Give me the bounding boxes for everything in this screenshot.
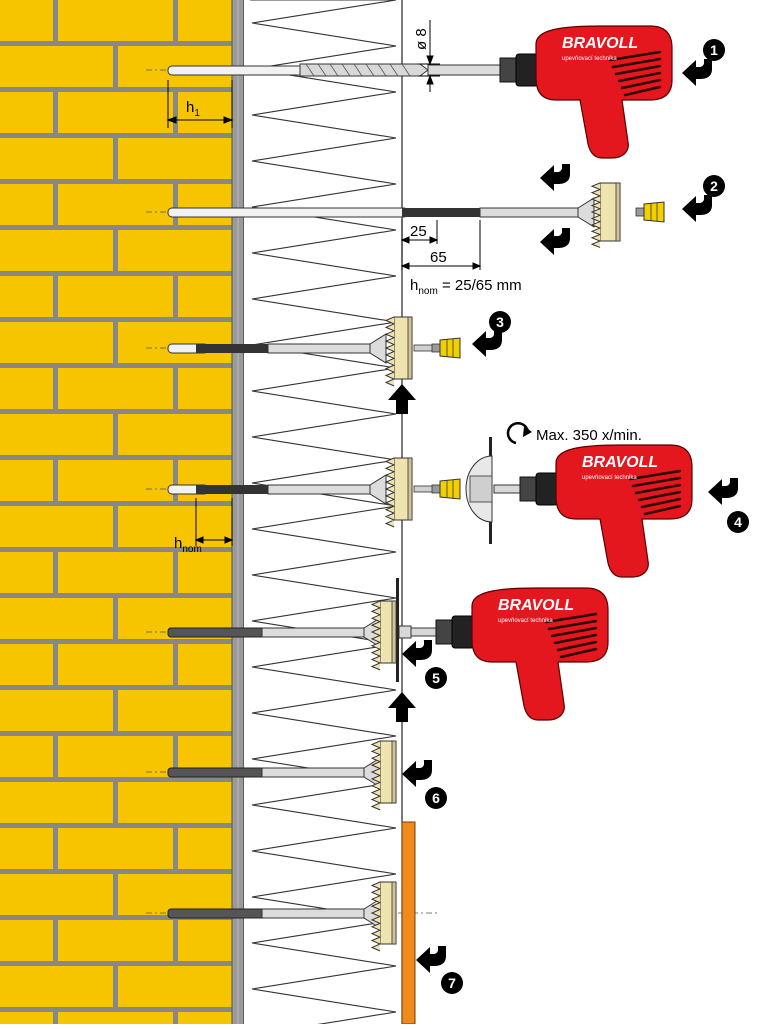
- step-badge-4: 4: [727, 511, 749, 533]
- step4-screwing: [167, 437, 521, 544]
- step-badges-layer: 1 2 3 4 5 6 7: [425, 39, 749, 994]
- step-badge-2: 2: [703, 175, 725, 197]
- rotate-clockwise-icon: [506, 421, 530, 445]
- push-arrow-step6: [402, 760, 432, 787]
- up-arrow-step5: [388, 692, 416, 722]
- svg-text:4: 4: [734, 514, 742, 530]
- push-arrow-step2-bottom: [540, 228, 570, 255]
- step-badge-6: 6: [425, 787, 447, 809]
- step-badge-7: 7: [441, 972, 463, 994]
- washer-step6: [370, 740, 397, 811]
- drill-brand-logo: BRAVOLL: [498, 597, 574, 614]
- washer-step5: [370, 600, 397, 671]
- svg-text:3: 3: [496, 314, 504, 330]
- step-badge-5: 5: [425, 667, 447, 689]
- svg-text:5: 5: [432, 670, 440, 686]
- hnom-label: hnom: [174, 535, 202, 555]
- washers-layer: [370, 182, 621, 952]
- power-drill-step5: BRAVOLL upevňovací technika: [435, 587, 609, 721]
- washer-step7: [370, 881, 397, 952]
- push-arrow-step1: [682, 59, 712, 86]
- step5-countersink: [167, 578, 438, 682]
- insulation-board: [244, 0, 402, 1024]
- push-arrow-step3: [472, 330, 502, 357]
- up-arrow-step3: [388, 384, 416, 414]
- screw-bit-step3: [431, 337, 461, 359]
- dim-65-label: 65: [430, 249, 447, 266]
- push-arrow-step4: [708, 478, 738, 505]
- drill-brand-logo: BRAVOLL: [562, 35, 638, 52]
- svg-text:6: 6: [432, 790, 440, 806]
- hnom-dimension: [194, 498, 234, 546]
- max-speed-label: Max. 350 x/min.: [536, 427, 642, 444]
- drill-diameter-dimension: [418, 20, 440, 92]
- screw-bit-step4: [431, 478, 461, 500]
- drill-brand-tagline: upevňovací technika: [562, 56, 617, 62]
- drill-diameter-label: ø 8: [413, 28, 430, 50]
- power-drill-step4: BRAVOLL upevňovací technika: [519, 444, 693, 578]
- drill-brand-tagline: upevňovací technika: [498, 618, 553, 624]
- step-badge-3: 3: [489, 311, 511, 333]
- washer-step4: [384, 457, 413, 528]
- step2-anchor-insert: [167, 197, 595, 228]
- arrows-layer: [388, 59, 738, 973]
- brick-wall: [0, 0, 232, 1024]
- step1-drilling: [167, 63, 511, 77]
- push-arrow-step2-top: [540, 164, 570, 191]
- push-arrow-step5: [402, 640, 432, 667]
- washer-step3: [384, 316, 413, 387]
- insulation-zigzag: [250, 0, 397, 1029]
- washer-step2: [590, 182, 621, 248]
- h1-dimension: [166, 80, 234, 128]
- step-badge-1: 1: [703, 39, 725, 61]
- hnom-formula: hnom = 25/65 mm: [410, 277, 522, 297]
- drill-brand-tagline: upevňovací technika: [582, 475, 637, 481]
- power-drill-step1: BRAVOLL upevňovací technika: [499, 25, 673, 159]
- hnom-dimension-lines: [400, 220, 482, 270]
- h1-label: h1: [186, 99, 200, 119]
- step3-anchor-seated: [167, 333, 439, 364]
- render-layer: [401, 821, 416, 1025]
- push-arrow-step7: [416, 946, 446, 973]
- push-arrow-step2: [682, 195, 712, 222]
- screw-bits-layer: [431, 201, 665, 500]
- dim-25-label: 25: [410, 223, 427, 240]
- svg-text:1: 1: [710, 42, 718, 58]
- screw-bit-step2: [635, 201, 665, 223]
- svg-text:7: 7: [448, 975, 456, 991]
- svg-text:2: 2: [710, 178, 718, 194]
- drill-brand-logo: BRAVOLL: [582, 454, 658, 471]
